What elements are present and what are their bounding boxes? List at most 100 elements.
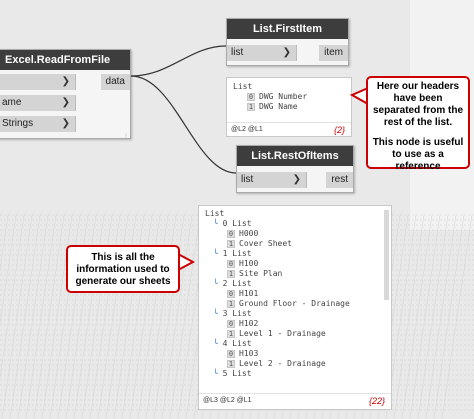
preview-footer: @L3 @L2 @L1 {22}: [199, 393, 391, 409]
resize-grip-icon[interactable]: ⁞: [125, 134, 127, 141]
callout-headers-line2: This node is useful to use as a referenc…: [372, 137, 464, 172]
item-value: Cover Sheet: [239, 239, 292, 248]
callout-info-pointer: [177, 252, 196, 272]
item-value: DWG Name: [259, 102, 298, 111]
output-port-item[interactable]: item: [319, 45, 348, 61]
item-value: H000: [239, 229, 259, 238]
port-label: list: [241, 174, 254, 185]
input-port-sheetname[interactable]: ame ❯: [0, 95, 76, 111]
tree-root: List: [233, 82, 253, 91]
tree-branch[interactable]: ╰ 4 List: [205, 339, 385, 349]
port-row-1: ❯ data: [0, 73, 130, 91]
branch-label: 2 List: [222, 279, 252, 288]
callout-headers-line1: Here our headers have been separated fro…: [372, 81, 464, 128]
port-label: data: [105, 76, 125, 87]
preview-footer: @L2 @L1 {2}: [227, 122, 351, 136]
list-item: 1 DWG Name: [233, 102, 345, 112]
scrollbar[interactable]: [384, 210, 389, 300]
index-badge: 1: [227, 239, 235, 248]
index-badge: 0: [227, 349, 235, 358]
output-port-rest[interactable]: rest: [326, 172, 353, 188]
port-row-2: ame ❯: [0, 94, 130, 112]
branch-label: 0 List: [222, 219, 252, 228]
branch-label: 4 List: [222, 339, 252, 348]
port-row: list ❯ rest: [237, 171, 353, 189]
input-port-file[interactable]: ❯: [0, 74, 76, 90]
index-badge: 0: [227, 229, 235, 238]
input-port-list[interactable]: list ❯: [227, 45, 297, 61]
list-item: 0 H100: [205, 259, 385, 269]
tree-branch[interactable]: ╰ 1 List: [205, 249, 385, 259]
item-value: DWG Number: [259, 92, 308, 101]
expand-arrow-icon[interactable]: ╰: [213, 279, 223, 288]
list-item: 0 DWG Number: [233, 92, 345, 102]
item-count: {2}: [333, 125, 345, 135]
port-label: ame: [2, 97, 22, 108]
excel-readfromfile-node[interactable]: Excel.ReadFromFile ❯ data ame ❯ Strings …: [0, 49, 131, 141]
branch-label: 1 List: [222, 249, 252, 258]
firstitem-preview[interactable]: List 0 DWG Number 1 DWG Name @L2 @L1 {2}: [226, 77, 352, 137]
tree-branch[interactable]: ╰ 5 List: [205, 369, 385, 379]
chevron-right-icon: ❯: [61, 97, 70, 108]
branch-label: 3 List: [222, 309, 252, 318]
expand-arrow-icon[interactable]: ╰: [213, 339, 223, 348]
index-badge: 1: [247, 102, 255, 111]
node-title: List.FirstItem: [227, 19, 348, 39]
wire-data-to-restofitems: [130, 75, 237, 174]
port-label: item: [324, 47, 343, 58]
tree-root: List: [205, 209, 225, 218]
tree-branch[interactable]: ╰ 0 List: [205, 219, 385, 229]
index-badge: 0: [227, 259, 235, 268]
list-restofitems-node[interactable]: List.RestOfItems list ❯ rest: [236, 145, 354, 193]
node-title: List.RestOfItems: [237, 146, 353, 166]
port-label: list: [231, 47, 244, 58]
list-item: 0 H101: [205, 289, 385, 299]
item-value: H103: [239, 349, 259, 358]
item-value: Level 2 - Drainage: [239, 359, 326, 368]
index-badge: 0: [247, 92, 255, 101]
index-badge: 0: [227, 319, 235, 328]
list-item: 0 H000: [205, 229, 385, 239]
port-label: Strings: [2, 118, 34, 129]
callout-headers: Here our headers have been separated fro…: [366, 76, 470, 172]
item-value: H100: [239, 259, 259, 268]
callout-info-text: This is all the information used to gene…: [75, 252, 171, 287]
port-label: rest: [331, 174, 348, 185]
node-footer: ⁞: [0, 133, 130, 141]
list-item: 1 Level 1 - Drainage: [205, 329, 385, 339]
list-item: 1 Cover Sheet: [205, 239, 385, 249]
index-badge: 1: [227, 329, 235, 338]
level-indicator: @L2 @L1: [231, 126, 263, 133]
index-badge: 1: [227, 269, 235, 278]
callout-info: This is all the information used to gene…: [66, 245, 180, 293]
tree-branch[interactable]: ╰ 3 List: [205, 309, 385, 319]
list-item: 0 H103: [205, 349, 385, 359]
chevron-right-icon: ❯: [282, 47, 291, 58]
output-port-data[interactable]: data: [100, 74, 130, 90]
preview-tree: List 0 DWG Number 1 DWG Name: [227, 78, 351, 112]
input-port-list[interactable]: list ❯: [237, 172, 307, 188]
item-value: Site Plan: [239, 269, 283, 278]
expand-arrow-icon[interactable]: ╰: [213, 249, 223, 258]
item-value: Level 1 - Drainage: [239, 329, 326, 338]
chevron-right-icon: ❯: [61, 76, 70, 87]
item-value: Ground Floor - Drainage: [239, 299, 350, 308]
input-port-readasstrings[interactable]: Strings ❯: [0, 116, 76, 132]
expand-arrow-icon[interactable]: ╰: [213, 219, 223, 228]
chevron-right-icon: ❯: [61, 118, 70, 129]
expand-arrow-icon[interactable]: ╰: [213, 309, 223, 318]
node-title: Excel.ReadFromFile: [0, 50, 130, 70]
list-firstitem-node[interactable]: List.FirstItem list ❯ item: [226, 18, 349, 66]
item-value: H101: [239, 289, 259, 298]
port-row-3: Strings ❯: [0, 115, 130, 133]
expand-arrow-icon[interactable]: ╰: [213, 369, 223, 378]
level-indicator: @L3 @L2 @L1: [203, 397, 252, 404]
tree-branch[interactable]: ╰ 2 List: [205, 279, 385, 289]
index-badge: 0: [227, 289, 235, 298]
